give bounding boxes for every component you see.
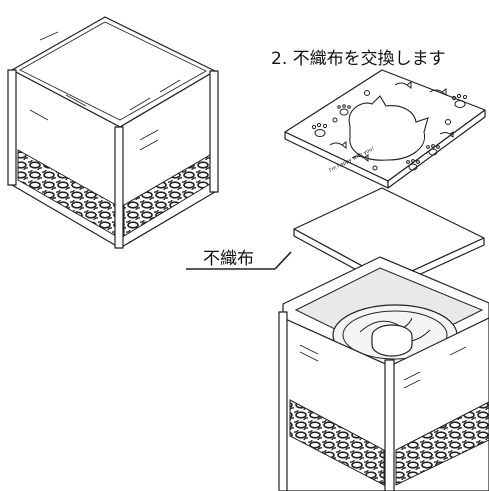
filter-label: 不織布 <box>203 249 254 269</box>
fish-icon <box>329 81 454 171</box>
lid-plate: I'm happy with you! <box>284 69 486 189</box>
assembled-cube <box>7 16 219 249</box>
cat-face-icon <box>348 95 429 161</box>
paw-print-icon <box>311 93 468 171</box>
fan-box-right-lattice <box>395 401 489 486</box>
fan-box <box>278 256 489 491</box>
filter-leader-tick <box>274 251 292 270</box>
fan-box-left-lattice <box>289 399 385 486</box>
step-instruction: 2. 不織布を交換します <box>271 49 446 69</box>
